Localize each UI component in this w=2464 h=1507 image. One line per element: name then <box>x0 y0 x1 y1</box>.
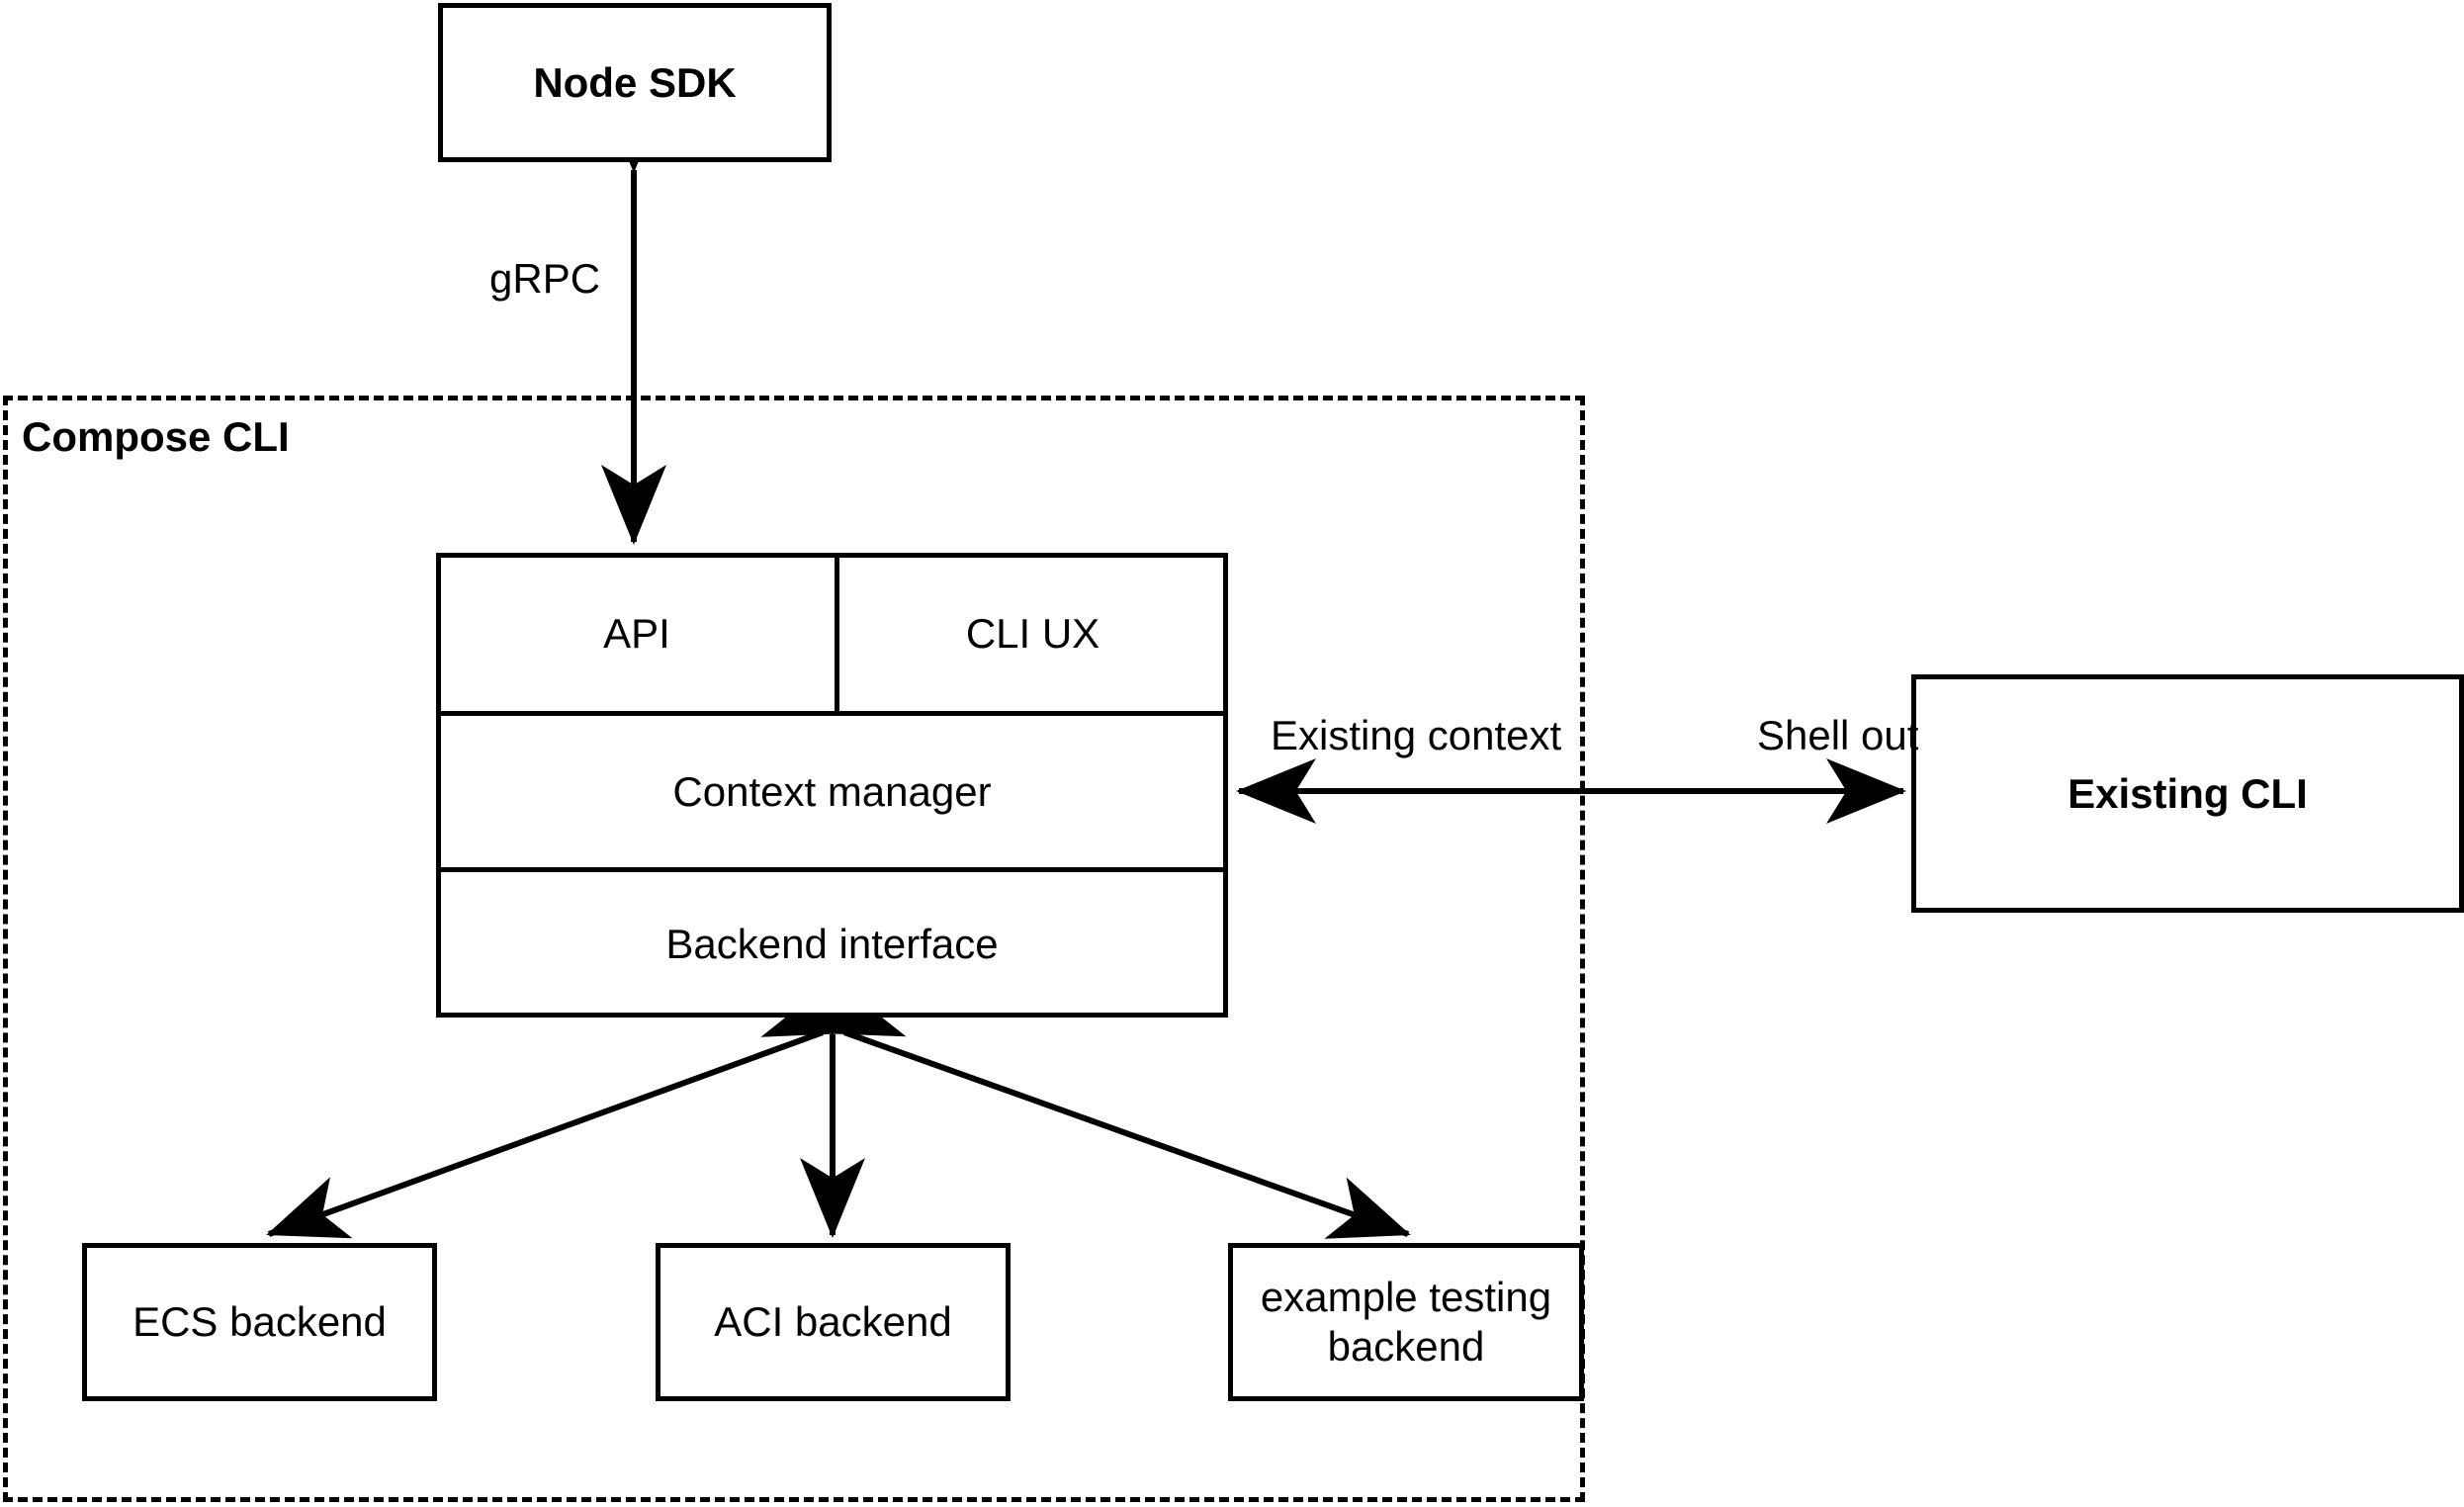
edge-backend-ecs <box>266 975 907 1239</box>
ecs-backend-label: ECS backend <box>132 1298 387 1346</box>
edge-label-grpc: gRPC <box>489 255 601 302</box>
ecs-backend-box[interactable]: ECS backend <box>82 1243 437 1401</box>
edge-label-shell-out: Shell out <box>1757 712 1919 758</box>
stack-cell-cli-ux-label: CLI UX <box>965 609 1100 657</box>
existing-cli-box[interactable]: Existing CLI <box>1911 674 2464 913</box>
existing-cli-label: Existing CLI <box>2068 769 2308 817</box>
stack-cell-context-manager-label: Context manager <box>672 768 992 815</box>
aci-backend-label: ACI backend <box>714 1298 952 1346</box>
edge-backend-example <box>760 975 1411 1239</box>
stack-divider-row2-row3 <box>436 867 1228 872</box>
stack-divider-row1-row2 <box>436 711 1228 716</box>
example-testing-backend-label-line2: backend <box>1327 1323 1485 1370</box>
stack-cell-cli-ux[interactable]: CLI UX <box>837 553 1228 714</box>
compose-cli-stack-box <box>436 553 1228 1018</box>
stack-cell-api[interactable]: API <box>436 553 837 714</box>
stack-cell-context-manager[interactable]: Context manager <box>436 714 1228 870</box>
stack-divider-api-cliux <box>835 553 839 714</box>
node-sdk-label: Node SDK <box>533 58 737 106</box>
stack-cell-backend-interface[interactable]: Backend interface <box>436 870 1228 1018</box>
stack-cell-backend-interface-label: Backend interface <box>665 920 999 967</box>
example-testing-backend-label-line1: example testing <box>1260 1274 1552 1321</box>
compose-cli-group-boundary <box>3 396 1585 1502</box>
node-sdk-box[interactable]: Node SDK <box>438 3 832 162</box>
edge-label-existing-context: Existing context <box>1271 712 1562 758</box>
stack-cell-api-label: API <box>603 609 670 657</box>
compose-cli-group-label: Compose CLI <box>22 413 290 460</box>
example-testing-backend-box[interactable]: example testing backend <box>1228 1243 1584 1401</box>
aci-backend-box[interactable]: ACI backend <box>656 1243 1011 1401</box>
